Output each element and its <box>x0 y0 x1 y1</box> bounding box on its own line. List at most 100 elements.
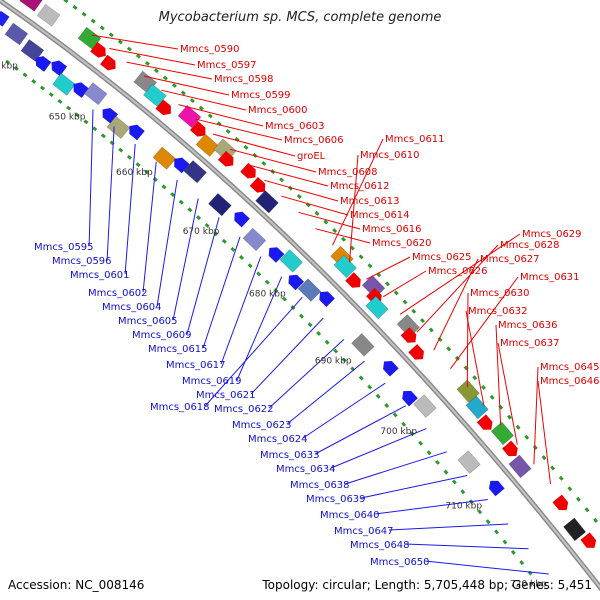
tick-mark <box>126 154 132 160</box>
gene-arrow <box>400 327 417 343</box>
tick-mark <box>367 263 373 269</box>
kbp-label: 650 kbp <box>49 113 86 123</box>
tick-mark <box>341 236 346 242</box>
tick-mark <box>74 112 80 118</box>
leader-line-forward <box>178 104 264 127</box>
tick-mark <box>48 92 54 98</box>
gene-label-forward: Mmcs_0631 <box>520 272 580 283</box>
tick-mark <box>489 394 495 400</box>
leader-line-forward <box>91 34 179 50</box>
gene-label-reverse: Mmcs_0615 <box>148 344 208 355</box>
gene-box <box>36 3 61 27</box>
gene-label-forward: groEL <box>297 151 326 162</box>
gene-label-forward: Mmcs_0628 <box>500 240 560 251</box>
leader-line-forward <box>497 342 518 445</box>
tick-mark <box>558 475 564 481</box>
tick-mark <box>180 90 186 96</box>
leader-line-reverse <box>250 317 324 395</box>
tick-mark <box>247 263 253 269</box>
tick-mark <box>541 455 547 461</box>
leader-line-forward <box>126 61 213 80</box>
gene-label-forward: Mmcs_0610 <box>360 150 420 161</box>
tick-mark <box>230 246 236 252</box>
leader-line-reverse <box>286 360 365 425</box>
gene-label-forward: Mmcs_0600 <box>248 105 308 116</box>
gene-label-forward: Mmcs_0627 <box>480 254 540 265</box>
gene-box <box>351 333 375 357</box>
tick-mark <box>234 136 240 142</box>
gene-label-reverse: Mmcs_0619 <box>182 376 242 387</box>
leader-line-forward <box>109 48 196 66</box>
gene-label-reverse: Mmcs_0639 <box>306 494 366 505</box>
leader-line-forward <box>229 148 317 173</box>
gene-label-forward: Mmcs_0590 <box>180 44 240 55</box>
tick-mark <box>426 450 432 456</box>
gene-box <box>396 314 420 338</box>
leader-line-reverse <box>204 296 303 407</box>
gene-label-forward: Mmcs_0629 <box>522 229 582 240</box>
tick-mark <box>485 519 491 525</box>
tick-mark <box>117 39 123 45</box>
tick-mark <box>135 53 141 59</box>
leader-line-reverse <box>314 405 407 455</box>
gene-label-reverse: Mmcs_0595 <box>34 242 94 253</box>
tick-mark <box>66 105 72 111</box>
gene-label-forward: Mmcs_0636 <box>498 320 558 331</box>
tick-mark <box>296 194 302 199</box>
gene-box <box>297 278 322 302</box>
tick-mark <box>435 459 440 465</box>
leader-line-reverse <box>236 276 283 381</box>
tick-mark <box>99 25 105 31</box>
tick-mark <box>239 255 245 260</box>
tick-layer <box>5 0 598 576</box>
gene-box <box>152 146 177 170</box>
gene-box <box>255 190 279 214</box>
tick-mark <box>108 32 114 38</box>
kbp-label: 670 kbp <box>183 227 220 237</box>
leader-line-forward <box>143 75 230 96</box>
tick-mark <box>443 469 449 475</box>
gene-label-forward: Mmcs_0611 <box>385 134 445 145</box>
gene-box <box>333 254 357 279</box>
leader-line-reverse <box>202 236 241 349</box>
tick-mark <box>299 313 304 319</box>
tick-mark <box>314 210 320 216</box>
gene-label-forward: Mmcs_0625 <box>412 252 472 263</box>
tick-mark <box>515 424 521 430</box>
gene-label-reverse: Mmcs_0602 <box>88 288 148 299</box>
tick-mark <box>420 318 425 324</box>
gene-arrow <box>249 177 266 193</box>
tick-mark <box>384 403 390 409</box>
gene-arrow <box>0 11 10 27</box>
gene-label-reverse: Mmcs_0596 <box>52 256 112 267</box>
tick-mark <box>507 414 512 420</box>
gene-label-reverse: Mmcs_0623 <box>232 420 292 431</box>
tick-mark <box>279 177 285 183</box>
gene-label-forward: Mmcs_0599 <box>231 90 291 101</box>
kbp-label: 680 kbp <box>249 290 286 300</box>
gene-arrow <box>402 390 418 407</box>
gene-arrow <box>217 150 234 167</box>
leader-line-reverse <box>302 382 386 439</box>
leader-line-reverse <box>156 179 178 307</box>
tick-mark <box>524 434 530 440</box>
gene-label-reverse: Mmcs_0617 <box>166 360 226 371</box>
leader-line-reverse <box>88 109 94 247</box>
tick-mark <box>90 18 96 24</box>
leader-line-reverse <box>405 543 529 550</box>
leader-line-reverse <box>330 428 427 469</box>
tick-mark <box>178 199 184 205</box>
map-title: Mycobacterium sp. MCS, complete genome <box>158 10 442 25</box>
tick-mark <box>519 560 525 566</box>
tick-mark <box>593 517 598 523</box>
gene-arrow <box>383 361 399 377</box>
gene-label-forward: Mmcs_0630 <box>470 288 530 299</box>
tick-mark <box>510 549 516 555</box>
kbp-label: 710 kbp <box>445 502 482 512</box>
leader-line-reverse <box>268 339 345 409</box>
leader-line-reverse <box>425 560 549 575</box>
tick-mark <box>385 281 390 287</box>
tick-mark <box>460 489 466 495</box>
